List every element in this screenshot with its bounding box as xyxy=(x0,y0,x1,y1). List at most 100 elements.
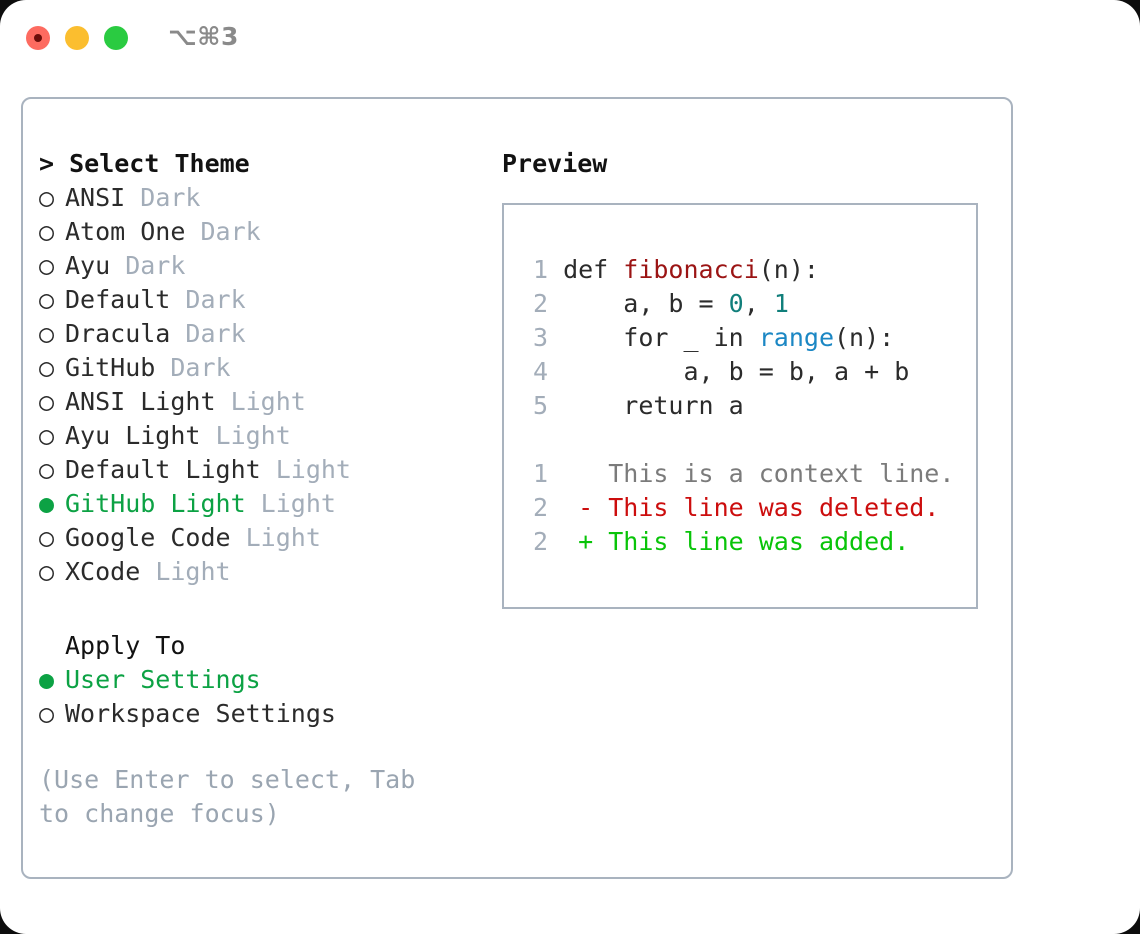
diff-line-ctx: 1 This is a context line. xyxy=(522,457,954,491)
line-number: 1 xyxy=(532,255,548,284)
theme-option-label: GitHub Light xyxy=(65,489,246,518)
preview-column: Preview 1 def fibonacci(n):2 a, b = 0, 1… xyxy=(502,147,1002,609)
code-line: 2 a, b = 0, 1 xyxy=(522,287,954,321)
theme-variant-label: Dark xyxy=(185,217,261,246)
code-token: a, b = xyxy=(563,289,729,318)
maximize-button[interactable] xyxy=(104,26,128,50)
apply-to-option-label: User Settings xyxy=(65,665,261,694)
code-token: a, b = b, a + b xyxy=(563,357,910,386)
apply-to-option-label: Workspace Settings xyxy=(65,699,336,728)
theme-variant-label: Dark xyxy=(170,319,246,348)
diff-text: This line was added. xyxy=(593,527,910,556)
radio-unselected-icon: ○ xyxy=(39,523,55,552)
line-number: 5 xyxy=(532,391,548,420)
diff-marker: + xyxy=(578,527,594,556)
diff-line-del: 2 - This line was deleted. xyxy=(522,491,954,525)
apply-to-option-workspace-settings[interactable]: ○ Workspace Settings xyxy=(39,697,489,731)
theme-option-label: Default Light xyxy=(65,455,261,484)
theme-variant-label: Light xyxy=(230,523,321,552)
line-number: 2 xyxy=(532,493,548,522)
code-token: 0 xyxy=(728,289,744,318)
theme-list[interactable]: ○ANSI Dark○Atom One Dark○Ayu Dark○Defaul… xyxy=(39,181,489,589)
theme-option-label: Google Code xyxy=(65,523,231,552)
theme-option-default[interactable]: ○ Default Dark xyxy=(39,283,489,317)
radio-unselected-icon: ○ xyxy=(39,421,55,450)
line-number: 3 xyxy=(532,323,548,352)
code-token: fibonacci xyxy=(623,255,759,284)
title-bar: ⌥⌘3 xyxy=(0,0,1140,76)
diff-line-add: 2 + This line was added. xyxy=(522,525,954,559)
apply-to-list[interactable]: ● User Settings ○ Workspace Settings xyxy=(39,663,489,731)
radio-unselected-icon: ○ xyxy=(39,183,55,212)
theme-option-label: Dracula xyxy=(65,319,171,348)
radio-unselected-icon: ○ xyxy=(39,557,55,586)
diff-marker xyxy=(578,459,593,488)
apply-to-option-user-settings[interactable]: ● User Settings xyxy=(39,663,489,697)
radio-selected-icon: ● xyxy=(39,665,55,694)
theme-option-ansi-light[interactable]: ○ANSI Light Light xyxy=(39,385,489,419)
line-number: 2 xyxy=(532,527,548,556)
theme-variant-label: Light xyxy=(260,455,351,484)
theme-option-label: Default xyxy=(65,285,171,314)
minimize-button[interactable] xyxy=(65,26,89,50)
theme-option-label: Ayu xyxy=(65,251,111,280)
code-line: 4 a, b = b, a + b xyxy=(522,355,954,389)
theme-option-label: ANSI xyxy=(65,183,126,212)
theme-variant-label: Dark xyxy=(125,183,201,212)
code-token: range xyxy=(758,323,834,352)
code-token: for _ in xyxy=(563,323,759,352)
close-button[interactable] xyxy=(26,26,50,50)
keyboard-hint: (Use Enter to select, Tab to change focu… xyxy=(39,765,431,828)
theme-option-ayu-light[interactable]: ○ Ayu Light Light xyxy=(39,419,489,453)
theme-variant-label: Dark xyxy=(110,251,186,280)
code-line: 5 return a xyxy=(522,389,954,423)
theme-option-label: Atom One xyxy=(65,217,186,246)
code-token: 1 xyxy=(773,289,789,318)
diff-marker: - xyxy=(578,493,594,522)
code-blank-line xyxy=(522,423,954,457)
theme-option-github-light[interactable]: ●GitHub Light Light xyxy=(39,487,489,521)
radio-unselected-icon: ○ xyxy=(39,217,55,246)
code-token: (n): xyxy=(758,255,819,284)
diff-text: This line was deleted. xyxy=(593,493,940,522)
theme-option-label: GitHub xyxy=(65,353,156,382)
main-panel: > Select Theme ○ANSI Dark○Atom One Dark○… xyxy=(21,97,1013,879)
theme-variant-label: Dark xyxy=(170,285,246,314)
theme-option-default-light[interactable]: ○ Default Light Light xyxy=(39,453,489,487)
code-token: , xyxy=(743,289,774,318)
apply-to-heading: Apply To xyxy=(65,631,186,660)
theme-option-google-code[interactable]: ○ Google Code Light xyxy=(39,521,489,555)
line-number: 1 xyxy=(532,459,548,488)
keyboard-shortcut-label: ⌥⌘3 xyxy=(168,22,239,51)
theme-variant-label: Light xyxy=(140,557,231,586)
radio-unselected-icon: ○ xyxy=(39,387,55,416)
radio-unselected-icon: ○ xyxy=(39,699,55,728)
preview-heading: Preview xyxy=(502,149,608,178)
theme-option-dracula[interactable]: ○ Dracula Dark xyxy=(39,317,489,351)
theme-variant-label: Light xyxy=(245,489,336,518)
theme-option-github[interactable]: ○GitHub Dark xyxy=(39,351,489,385)
code-token: def xyxy=(563,255,624,284)
theme-option-ayu[interactable]: ○Ayu Dark xyxy=(39,249,489,283)
code-line: 1 def fibonacci(n): xyxy=(522,253,954,287)
radio-unselected-icon: ○ xyxy=(39,455,55,484)
code-line: 3 for _ in range(n): xyxy=(522,321,954,355)
theme-option-label: Ayu Light xyxy=(65,421,201,450)
radio-unselected-icon: ○ xyxy=(39,319,55,348)
code-token: (n): xyxy=(834,323,895,352)
radio-unselected-icon: ○ xyxy=(39,353,55,382)
diff-text: This is a context line. xyxy=(593,459,955,488)
theme-variant-label: Light xyxy=(200,421,291,450)
theme-selector-column: > Select Theme ○ANSI Dark○Atom One Dark○… xyxy=(39,147,489,831)
theme-option-xcode[interactable]: ○ XCode Light xyxy=(39,555,489,589)
code-token: return a xyxy=(563,391,744,420)
line-number: 2 xyxy=(532,289,548,318)
theme-option-label: ANSI Light xyxy=(65,387,216,416)
theme-option-ansi[interactable]: ○ ANSI Dark xyxy=(39,181,489,215)
radio-unselected-icon: ○ xyxy=(39,285,55,314)
window-controls xyxy=(26,26,128,50)
theme-option-label: XCode xyxy=(65,557,141,586)
theme-option-atom-one[interactable]: ○ Atom One Dark xyxy=(39,215,489,249)
